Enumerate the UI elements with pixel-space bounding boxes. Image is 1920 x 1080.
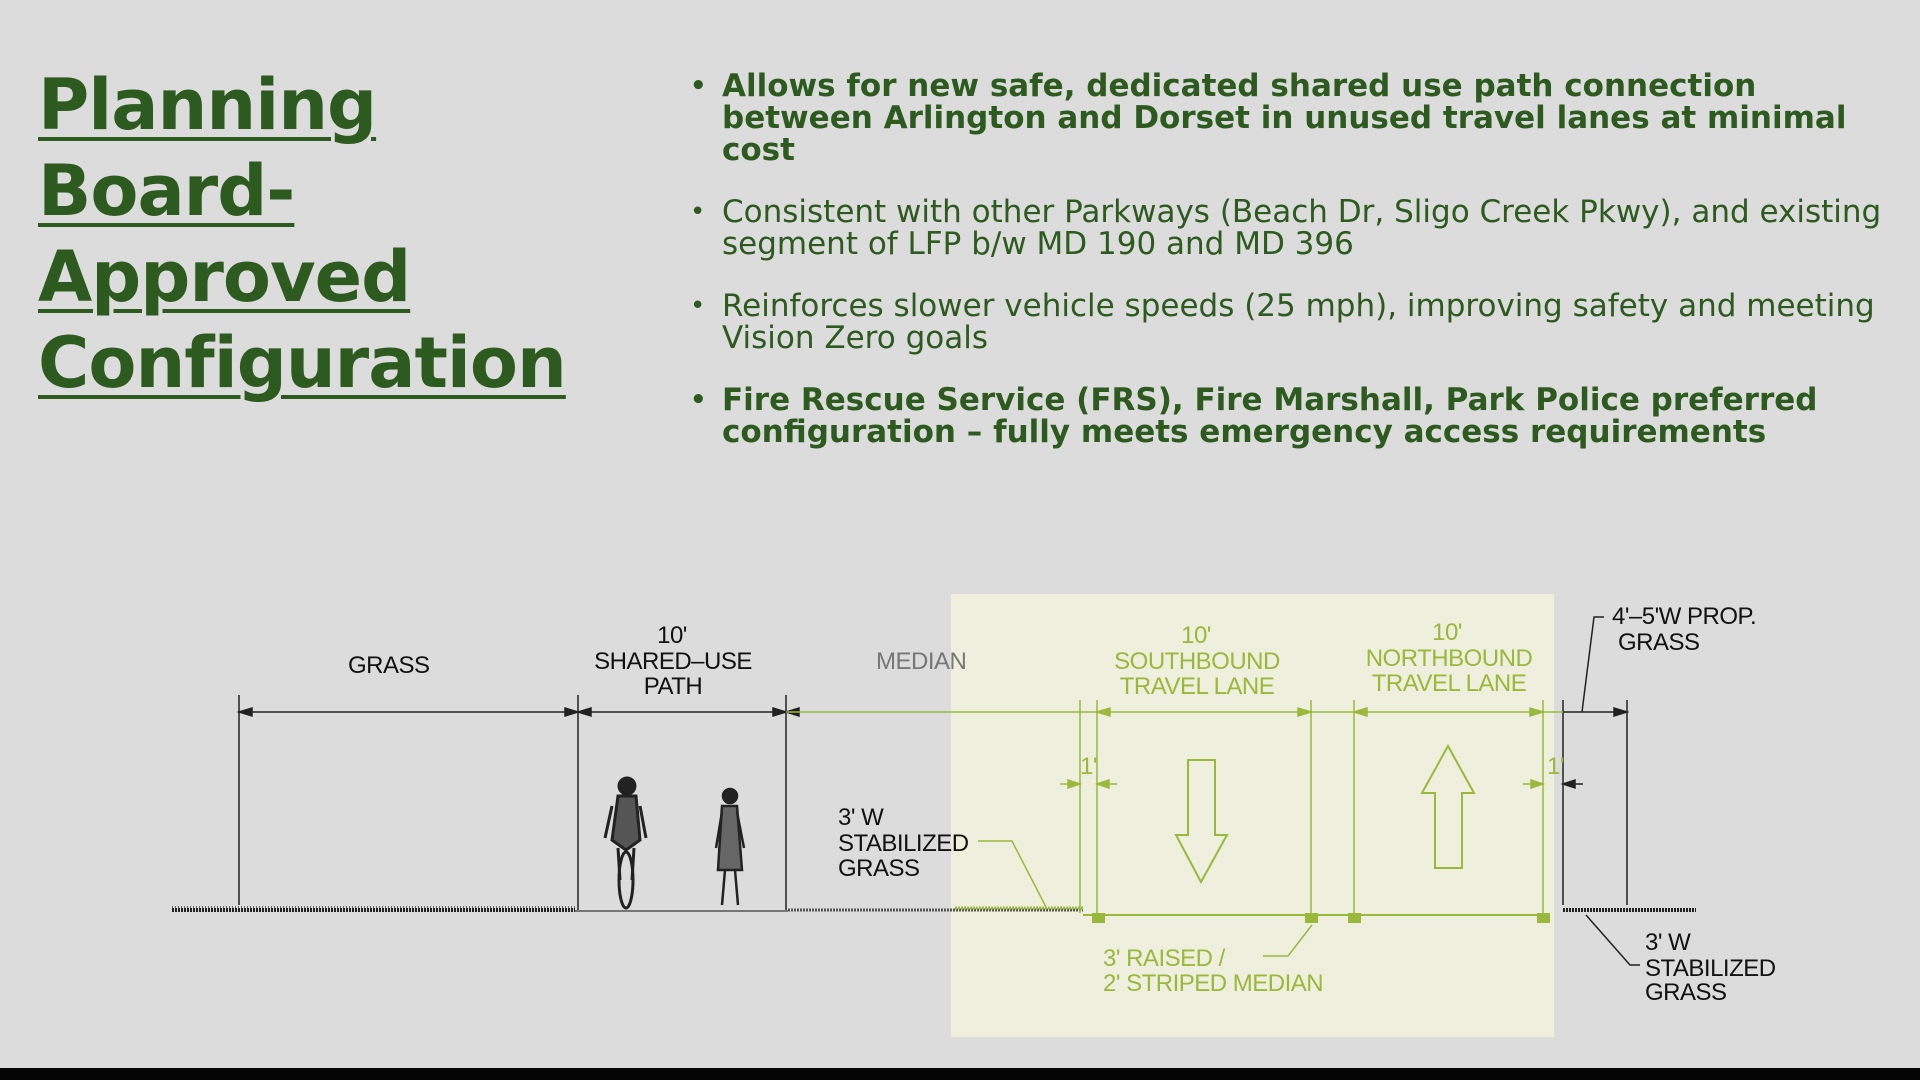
slide-title: Planning Board- Approved Configuration [38, 62, 638, 406]
northbound-lane-label: TRAVEL LANE [1372, 670, 1527, 697]
southbound-label: SOUTHBOUND [1114, 648, 1280, 675]
southbound-lane-label: TRAVEL LANE [1120, 673, 1275, 700]
title-line-1: Planning Board- [38, 64, 377, 232]
left-stabilized-label: STABILIZED [838, 830, 969, 857]
highlight-area [951, 594, 1554, 1037]
prop-grass-label-2: GRASS [1618, 629, 1700, 656]
path-label: PATH [644, 673, 702, 700]
ground-line [172, 906, 1696, 916]
bullet-item-4: Fire Rescue Service (FRS), Fire Marshall… [690, 384, 1890, 448]
median-label: MEDIAN [876, 648, 966, 675]
northbound-width-label: 10' [1432, 619, 1462, 646]
northbound-arrow-icon [1420, 743, 1476, 869]
left-stabilized-width-label: 3' W [838, 804, 884, 831]
lane-lines [1079, 700, 1544, 913]
leader-lines [978, 840, 1313, 957]
title-line-3: Configuration [38, 322, 567, 404]
prop-grass-label: 4'–5'W PROP. [1612, 603, 1756, 630]
bullet-item-1: Allows for new safe, dedicated shared us… [690, 70, 1890, 166]
northbound-label: NORTHBOUND [1366, 645, 1533, 672]
extent-lines [238, 695, 1628, 910]
right-stabilized-width-label: 3' W [1645, 929, 1691, 956]
right-stabilized-grass-label: GRASS [1645, 979, 1727, 1006]
pedestrian-icon [714, 787, 746, 906]
leader-lines-black [1581, 616, 1640, 966]
raised-median-label: 3' RAISED / [1103, 945, 1226, 972]
southbound-width-label: 10' [1181, 622, 1211, 649]
one-foot-left-label: 1' [1080, 753, 1097, 780]
median-curbs [1092, 913, 1550, 923]
dimension-tick-right [1560, 778, 1583, 790]
title-line-2: Approved [38, 236, 411, 318]
cyclist-icon [603, 776, 648, 910]
bullet-item-2: Consistent with other Parkways (Beach Dr… [690, 196, 1890, 260]
dimension-line-green [786, 706, 1563, 790]
shared-use-label: SHARED–USE [594, 648, 752, 675]
bullet-item-3: Reinforces slower vehicle speeds (25 mph… [690, 290, 1890, 354]
southbound-arrow-icon [1174, 759, 1229, 885]
left-stabilized-grass-label: GRASS [838, 855, 920, 882]
grass-label: GRASS [348, 652, 430, 679]
bottom-bar [0, 1068, 1920, 1080]
path-width-label: 10' [657, 622, 687, 649]
bullet-list: Allows for new safe, dedicated shared us… [690, 70, 1890, 478]
right-stabilized-label: STABILIZED [1645, 955, 1776, 982]
striped-median-label: 2' STRIPED MEDIAN [1103, 970, 1323, 997]
one-foot-right-label: 1' [1547, 753, 1564, 780]
